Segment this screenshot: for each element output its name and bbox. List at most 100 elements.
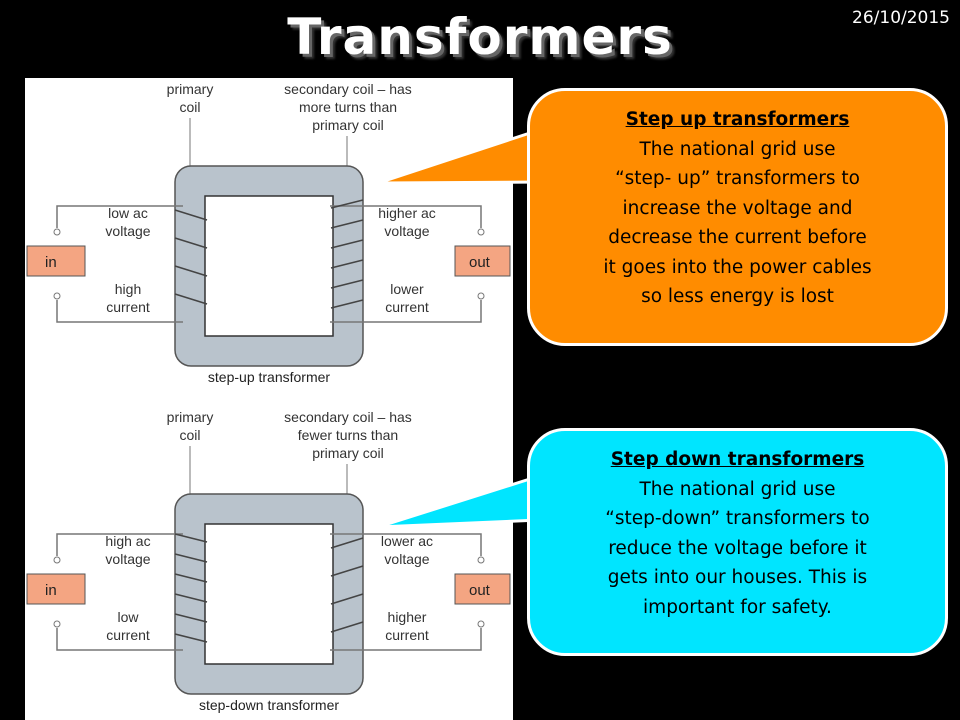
- step-down-primary-coil: [174, 533, 208, 643]
- step-down-core-window: [204, 523, 334, 665]
- step-up-callout-line: it goes into the power cables: [603, 256, 872, 278]
- svg-text:in: in: [45, 254, 57, 271]
- step-down-left-wire-top: [56, 533, 183, 556]
- svg-text:primary coil: primary coil: [312, 117, 384, 133]
- step-down-out-box: [454, 573, 511, 605]
- step-up-left-bottom-2: current: [106, 299, 150, 315]
- svg-text:voltage: voltage: [105, 223, 150, 239]
- step-down-secondary-label-1: secondary coil – has: [284, 409, 412, 425]
- svg-text:lower ac: lower ac: [381, 533, 433, 549]
- step-down-out-terminal-top: [477, 556, 485, 564]
- svg-text:high ac: high ac: [105, 533, 150, 549]
- step-down-out-terminal-bottom: [477, 620, 485, 628]
- svg-text:coil: coil: [179, 427, 200, 443]
- svg-text:primary: primary: [167, 81, 214, 97]
- step-down-left-wire-bottom: [56, 628, 183, 651]
- step-up-in-label: in: [45, 254, 57, 271]
- step-up-primary-coil: [174, 209, 208, 305]
- step-down-out-label: out: [469, 582, 491, 599]
- step-up-in-box: [26, 245, 86, 277]
- svg-text:current: current: [385, 299, 429, 315]
- svg-text:lower: lower: [390, 281, 424, 297]
- step-down-in-label: in: [45, 582, 57, 599]
- step-up-secondary-coil: [330, 199, 364, 309]
- svg-text:out: out: [469, 254, 491, 271]
- svg-text:primary: primary: [167, 409, 214, 425]
- step-down-right-bottom-1: higher: [388, 609, 427, 625]
- svg-text:fewer turns than: fewer turns than: [298, 427, 398, 443]
- step-up-out-box: [454, 245, 511, 277]
- step-down-right-top-2: voltage: [384, 551, 429, 567]
- step-up-out-terminal-top: [477, 228, 485, 236]
- step-down-right-top-1: lower ac: [381, 533, 433, 549]
- slide-date: 26/10/2015: [852, 8, 950, 28]
- step-up-right-top-1: higher ac: [378, 205, 436, 221]
- slide-title: Transformers: [287, 8, 673, 66]
- svg-text:low ac: low ac: [108, 205, 148, 221]
- step-down-in-terminal-bottom: [53, 620, 61, 628]
- step-up-left-wire-bottom: [56, 300, 183, 323]
- step-down-left-top-2: voltage: [105, 551, 150, 567]
- svg-text:low: low: [117, 609, 139, 625]
- step-down-callout-line: gets into our houses. This is: [607, 567, 868, 588]
- step-up-secondary-label-1: secondary coil – has: [284, 81, 412, 97]
- svg-text:current: current: [385, 627, 429, 643]
- svg-text:higher ac: higher ac: [378, 205, 436, 221]
- step-up-right-wire-top: [330, 205, 482, 228]
- step-up-left-bottom-1: high: [115, 281, 141, 297]
- svg-text:high: high: [115, 281, 141, 297]
- step-down-secondary-label-3: primary coil: [312, 445, 384, 461]
- step-down-secondary-label-2: fewer turns than: [298, 427, 398, 443]
- step-up-secondary-label-2: more turns than: [299, 99, 397, 115]
- step-down-callout-line: “step-down” transformers to: [605, 508, 870, 529]
- svg-text:primary coil: primary coil: [312, 445, 384, 461]
- step-up-callout-line: “step- up” transformers to: [615, 168, 860, 189]
- step-up-right-wire-bottom: [330, 300, 482, 323]
- step-up-caption: step-up transformer: [208, 369, 330, 385]
- step-up-primary-label-1: primary: [167, 81, 214, 97]
- step-down-callout-line: The national grid use: [639, 478, 836, 500]
- step-up-in-terminal-bottom: [53, 292, 61, 300]
- step-down-left-bottom-2: current: [106, 627, 150, 643]
- step-down-right-bottom-2: current: [385, 627, 429, 643]
- svg-text:voltage: voltage: [384, 551, 429, 567]
- svg-text:more turns than: more turns than: [299, 99, 397, 115]
- step-down-callout-line: reduce the voltage before it: [608, 537, 867, 559]
- svg-text:secondary coil – has: secondary coil – has: [284, 81, 412, 97]
- step-down-in-box: [26, 573, 86, 605]
- step-down-secondary-coil: [330, 537, 364, 633]
- step-up-right-top-2: voltage: [384, 223, 429, 239]
- step-down-left-top-1: high ac: [105, 533, 150, 549]
- svg-text:current: current: [106, 299, 150, 315]
- svg-text:voltage: voltage: [105, 551, 150, 567]
- step-up-callout-line: decrease the current before: [608, 227, 867, 248]
- step-up-left-top-1: low ac: [108, 205, 148, 221]
- step-down-left-bottom-1: low: [117, 609, 139, 625]
- step-down-caption: step-down transformer: [199, 697, 339, 713]
- svg-text:secondary coil – has: secondary coil – has: [284, 409, 412, 425]
- step-down-callout-heading: Step down transformers: [610, 449, 865, 470]
- step-down-in-terminal-top: [53, 556, 61, 564]
- svg-text:coil: coil: [179, 99, 200, 115]
- svg-text:in: in: [45, 582, 57, 599]
- step-up-right-bottom-1: lower: [390, 281, 424, 297]
- step-down-right-wire-bottom: [330, 628, 482, 651]
- step-up-primary-label-2: coil: [179, 99, 200, 115]
- svg-text:current: current: [106, 627, 150, 643]
- step-up-callout-heading: Step up transformers: [625, 109, 850, 130]
- svg-text:voltage: voltage: [384, 223, 429, 239]
- step-up-callout-line: increase the voltage and: [622, 197, 853, 219]
- svg-text:step-down transformer: step-down transformer: [199, 697, 339, 713]
- step-up-left-top-2: voltage: [105, 223, 150, 239]
- step-down-primary-label-1: primary: [167, 409, 214, 425]
- svg-text:out: out: [469, 582, 491, 599]
- transformer-diagram-panel: primary coil secondary coil – has more t…: [25, 78, 513, 720]
- step-up-right-bottom-2: current: [385, 299, 429, 315]
- step-up-secondary-label-3: primary coil: [312, 117, 384, 133]
- step-up-out-label: out: [469, 254, 491, 271]
- svg-text:step-up transformer: step-up transformer: [208, 369, 330, 385]
- step-up-diagram: primary coil secondary coil – has more t…: [26, 81, 511, 385]
- svg-text:higher: higher: [388, 609, 427, 625]
- step-up-callout: Step up transformers The national grid u…: [527, 88, 948, 346]
- step-down-right-wire-top: [330, 533, 482, 556]
